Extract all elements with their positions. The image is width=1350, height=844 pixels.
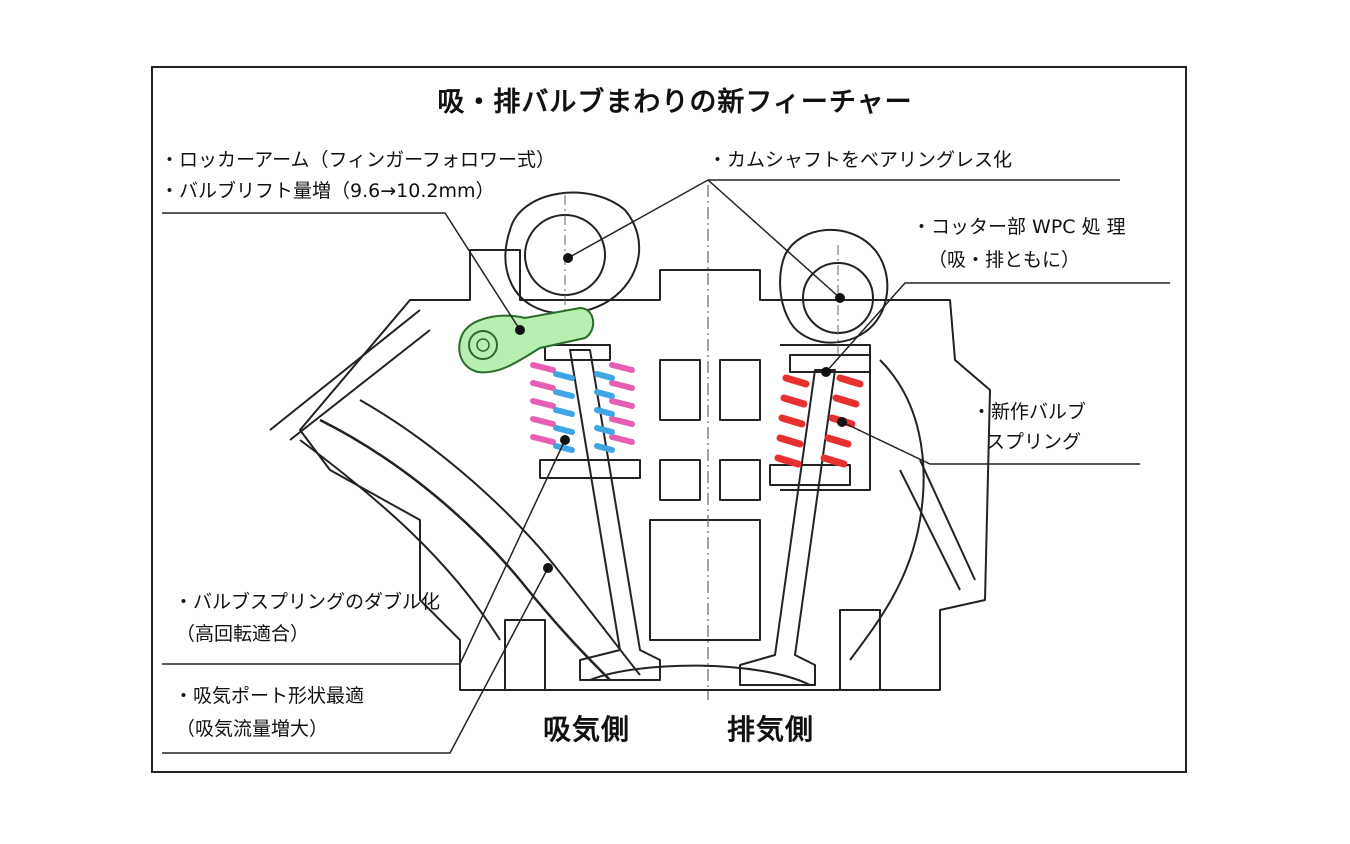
exhaust-valve-spring — [774, 374, 864, 468]
port-dot — [543, 563, 553, 573]
label-intake-port: ・吸気ポート形状最適 — [174, 685, 365, 707]
label-cotter-both: （吸・排ともに） — [928, 249, 1081, 271]
label-intake-side: 吸気側 — [543, 713, 631, 746]
label-valve-lift: ・バルブリフト量増（9.6→10.2mm） — [160, 180, 495, 202]
label-rocker-arm: ・ロッカーアーム（フィンガーフォロワー式） — [160, 149, 556, 171]
label-new-spring-2: スプリング — [986, 431, 1082, 453]
label-double-spring: ・バルブスプリングのダブル化 — [174, 591, 441, 613]
intake-cam — [504, 191, 641, 315]
intake-valve-spring — [530, 362, 635, 453]
camshaft-dot-intake — [563, 253, 573, 263]
camshaft-dot-exhaust — [835, 293, 845, 303]
exhaust-cam — [779, 229, 889, 344]
new-spring-dot — [837, 417, 847, 427]
diagram-title: 吸・排バルブまわりの新フィーチャー — [437, 87, 913, 118]
label-camshaft: ・カムシャフトをベアリングレス化 — [708, 149, 1013, 171]
label-cotter-wpc: ・コッター部 WPC 処 理 — [912, 216, 1126, 238]
rocker-dot — [515, 325, 525, 335]
label-high-rpm: （高回転適合） — [176, 623, 310, 645]
cotter-dot — [821, 367, 831, 377]
double-spring-dot — [560, 435, 570, 445]
label-exhaust-side: 排気側 — [727, 713, 815, 746]
label-intake-flow: （吸気流量増大） — [176, 718, 329, 740]
label-new-spring-1: ・新作バルブ — [972, 401, 1087, 423]
cylinder-head-outline — [299, 249, 991, 691]
